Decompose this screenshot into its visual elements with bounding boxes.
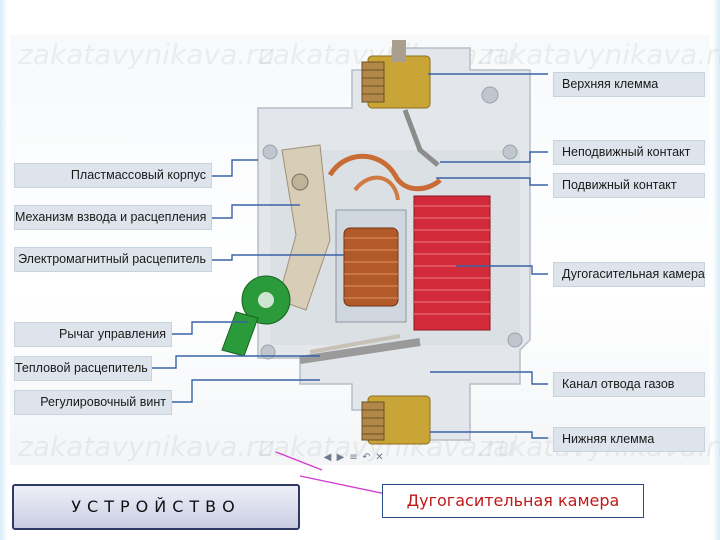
leader-gas-channel (430, 371, 548, 385)
upper-terminal-screw (361, 61, 385, 103)
label-cocking-mechanism: Механизм взвода и расцепления (14, 205, 212, 230)
slide-nav: ◀ ▶ ≡ ↶ ✕ (322, 452, 385, 463)
lower-terminal-screw (361, 401, 385, 441)
label-gas-channel: Канал отвода газов (553, 372, 705, 397)
mount-hole (262, 144, 278, 160)
moving-contact-braid (327, 153, 442, 192)
fixed-contact (402, 109, 440, 167)
label-moving-contact: Подвижный контакт (553, 173, 705, 198)
label-lower-terminal: Нижняя клемма (553, 427, 705, 452)
label-adjusting-screw: Регулировочный винт (14, 390, 172, 415)
mount-hole (507, 332, 523, 348)
leader-lower-terminal (430, 431, 548, 439)
pointer-to-title (275, 451, 323, 471)
watermark: zakatavynikava.ru (18, 38, 276, 71)
label-fixed-contact: Неподвижный контакт (553, 140, 705, 165)
watermark: zakatavynikava.ru (478, 38, 720, 71)
label-upper-terminal: Верхняя клемма (553, 72, 705, 97)
next-arrow-icon[interactable]: ▶ (336, 452, 345, 463)
leader-arc-chamber (456, 265, 548, 275)
control-lever-handle (221, 311, 259, 357)
watermark: zakatavynikava.ru (18, 430, 276, 463)
mount-hole (260, 344, 276, 360)
upper-terminal-plate (392, 40, 406, 62)
label-plastic-case: Пластмассовый корпус (14, 163, 212, 188)
right-decor-stripe (712, 0, 720, 540)
bimetal-strip (309, 334, 401, 354)
label-arc-chamber: Дугогасительная камера (553, 262, 705, 287)
leader-control-lever (172, 321, 248, 335)
leader-adjusting-screw (172, 379, 320, 403)
braid-wire (353, 175, 400, 201)
close-icon[interactable]: ✕ (375, 452, 384, 463)
em-coil (343, 227, 399, 307)
prev-arrow-icon[interactable]: ◀ (323, 452, 332, 463)
leader-fixed-contact (440, 151, 548, 163)
mount-hole (481, 86, 499, 104)
pointer-to-caption (299, 475, 387, 495)
leader-em-release (212, 254, 344, 261)
leader-moving-contact (436, 177, 548, 186)
device-title-button[interactable]: УСТРОЙСТВО (12, 484, 300, 530)
menu-icon[interactable]: ≡ (349, 452, 358, 463)
left-decor-stripe (0, 0, 8, 540)
arc-chamber (413, 195, 491, 331)
leader-cocking-mechanism (212, 204, 300, 219)
leader-plastic-case (212, 159, 258, 177)
arc-chamber-caption: Дугогасительная камера (382, 484, 644, 518)
thermal-release (299, 338, 421, 364)
control-lever-axle (258, 292, 274, 308)
label-control-lever: Рычаг управления (14, 322, 172, 347)
label-thermal-release: Тепловой расцепитель (14, 356, 152, 381)
back-icon[interactable]: ↶ (362, 452, 371, 463)
label-em-release: Электромагнитный расцепитель (14, 247, 212, 272)
mechanism-pivot (291, 173, 309, 191)
mount-hole (502, 144, 518, 160)
leader-thermal-release (152, 355, 320, 369)
cocking-mechanism (277, 144, 331, 311)
